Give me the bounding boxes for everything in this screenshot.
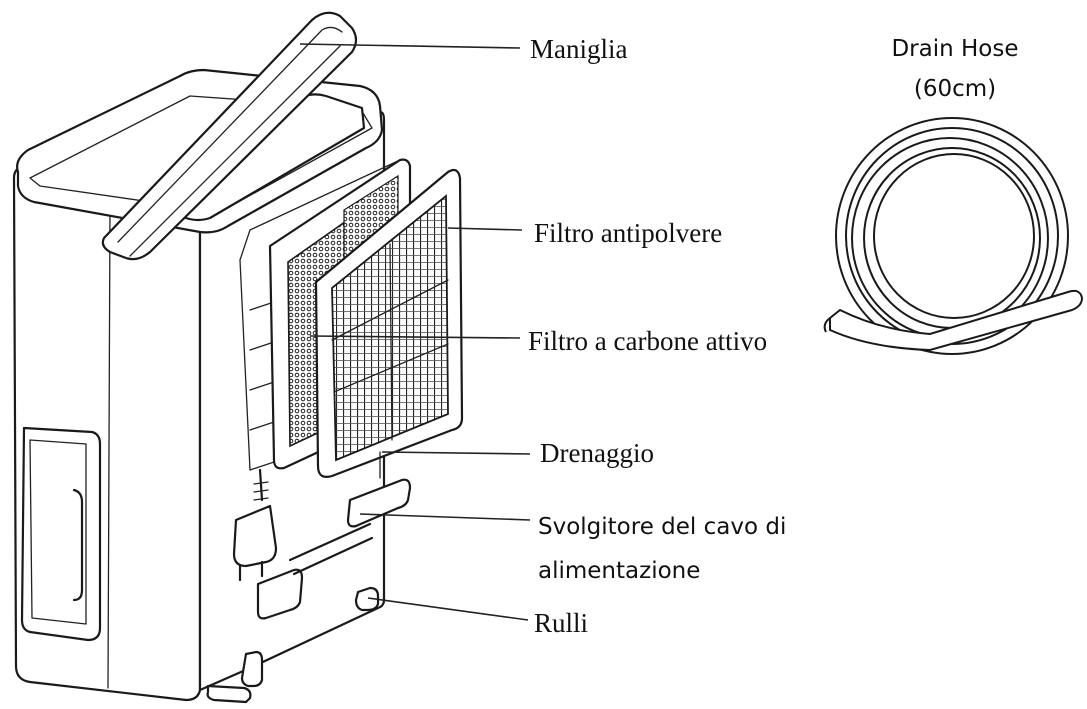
power-cord-plug [232, 468, 278, 582]
rollers [206, 586, 380, 704]
label-maniglia: Maniglia [530, 34, 627, 64]
hose-coil-icon [823, 117, 1084, 355]
leader-svolgitore [359, 513, 531, 521]
handle [101, 11, 358, 261]
label-filtro-carbone: Filtro a carbone attivo [528, 326, 767, 356]
leader-maniglia [299, 43, 521, 49]
label-rulli: Rulli [534, 608, 588, 638]
leader-rulli [367, 597, 529, 621]
leader-filtro-antipolvere [447, 227, 523, 231]
label-svolgitore-line2: alimentazione [538, 558, 700, 584]
label-filtro-antipolvere: Filtro antipolvere [534, 218, 722, 248]
leader-drenaggio [381, 451, 531, 455]
label-hose-line1: Drain Hose [891, 36, 1018, 62]
label-svolgitore-line1: Svolgitore del cavo di [538, 514, 786, 540]
carbon-filter [314, 168, 464, 478]
drain-hose: Drain Hose (60cm) [823, 36, 1084, 355]
label-drenaggio: Drenaggio [540, 438, 654, 468]
label-hose-line2: (60cm) [914, 76, 996, 102]
leader-filtro-carbone [309, 335, 521, 339]
